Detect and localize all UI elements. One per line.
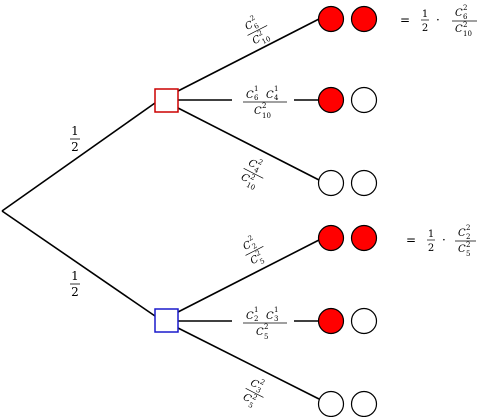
- svg-text:·: ·: [442, 233, 446, 247]
- svg-text:1: 1: [422, 9, 428, 20]
- svg-text:2: 2: [247, 234, 255, 243]
- svg-text:6: 6: [253, 21, 261, 30]
- branch-prob-bottom-den: 2: [71, 285, 79, 299]
- result-red: = 1 2 · C 2 6 C 2 10: [400, 4, 477, 38]
- label-blue-ww: C 2 3 C 2 5: [241, 378, 267, 410]
- svg-text:3: 3: [274, 315, 278, 323]
- ball-red-rw-2: [350, 86, 378, 114]
- label-blue-rw: C 1 2 C 1 3 C 2 5: [243, 306, 287, 341]
- svg-text:2: 2: [466, 224, 470, 232]
- edge-red-to-ww: [177, 107, 320, 181]
- ball-red-ww-2: [350, 169, 378, 197]
- svg-text:C: C: [246, 311, 254, 322]
- svg-text:2: 2: [249, 173, 257, 182]
- svg-text:C: C: [455, 24, 463, 35]
- svg-text:C: C: [254, 106, 262, 117]
- svg-text:3: 3: [255, 386, 263, 395]
- svg-text:2: 2: [251, 393, 259, 402]
- svg-text:1: 1: [274, 85, 278, 93]
- branch-prob-top-num: 1: [71, 124, 79, 138]
- ball-red-rr-2: [350, 5, 378, 33]
- svg-text:C: C: [458, 228, 466, 239]
- label-red-rw: C 1 6 C 1 4 C 2 10: [243, 85, 287, 120]
- svg-text:2: 2: [256, 29, 264, 38]
- urn-red-box: [154, 88, 179, 113]
- svg-text:2: 2: [463, 4, 467, 12]
- svg-text:4: 4: [253, 166, 261, 175]
- svg-text:C: C: [256, 327, 264, 338]
- ball-blue-rw-2: [350, 307, 378, 335]
- result-blue: = 1 2 · C 2 2 C 2 5: [406, 224, 476, 258]
- edge-blue-to-rr: [177, 239, 320, 313]
- branch-prob-bottom: 1 2: [70, 269, 80, 299]
- svg-text:1: 1: [274, 306, 278, 314]
- urn-blue-box: [154, 308, 179, 333]
- label-red-ww: C 2 4 C 2 10: [239, 158, 265, 192]
- edge-root-to-red: [1, 102, 156, 212]
- ball-blue-ww-2: [350, 390, 378, 417]
- label-red-rr: C 2 6 C 2 10: [243, 14, 273, 47]
- ball-blue-rw-1: [317, 307, 345, 335]
- svg-text:1: 1: [254, 306, 258, 314]
- svg-text:2: 2: [249, 14, 257, 23]
- svg-text:6: 6: [254, 94, 259, 102]
- svg-text:2: 2: [262, 102, 266, 110]
- svg-text:10: 10: [245, 181, 257, 192]
- label-blue-rr: C 2 2 C 2 5: [241, 234, 267, 267]
- svg-text:C: C: [266, 90, 274, 101]
- ball-blue-ww-1: [317, 390, 345, 417]
- svg-text:2: 2: [428, 243, 434, 254]
- ball-red-rr-1: [317, 5, 345, 33]
- svg-text:5: 5: [466, 250, 470, 258]
- ball-blue-rr-1: [317, 224, 345, 252]
- svg-text:2: 2: [463, 21, 467, 29]
- svg-text:4: 4: [274, 94, 279, 102]
- branch-prob-bottom-num: 1: [71, 269, 79, 283]
- svg-text:10: 10: [262, 112, 271, 120]
- ball-blue-rr-2: [350, 224, 378, 252]
- svg-text:2: 2: [264, 323, 268, 331]
- ball-red-rw-1: [317, 86, 345, 114]
- branch-prob-top: 1 2: [70, 124, 80, 154]
- svg-text:1: 1: [254, 85, 258, 93]
- svg-text:5: 5: [264, 333, 268, 341]
- svg-text:10: 10: [261, 35, 273, 46]
- svg-text:2: 2: [259, 378, 267, 387]
- svg-text:2: 2: [254, 315, 258, 323]
- svg-text:2: 2: [422, 23, 428, 34]
- svg-text:5: 5: [259, 257, 267, 266]
- svg-text:=: =: [406, 233, 416, 247]
- edge-root-to-blue: [1, 210, 156, 317]
- svg-text:C: C: [246, 90, 254, 101]
- svg-text:C: C: [455, 8, 463, 19]
- svg-text:·: ·: [436, 13, 440, 27]
- svg-text:2: 2: [466, 241, 470, 249]
- svg-text:2: 2: [254, 249, 262, 258]
- svg-text:10: 10: [463, 30, 472, 38]
- edge-blue-to-ww: [177, 327, 320, 400]
- ball-red-ww-1: [317, 169, 345, 197]
- svg-text:2: 2: [251, 242, 259, 251]
- tree-edges: [1, 18, 320, 400]
- svg-text:1: 1: [428, 229, 434, 240]
- branch-prob-top-den: 2: [71, 140, 79, 154]
- edge-red-to-rr: [177, 18, 320, 92]
- balls: [317, 5, 378, 417]
- svg-text:C: C: [266, 311, 274, 322]
- svg-text:2: 2: [257, 158, 265, 167]
- svg-text:C: C: [458, 244, 466, 255]
- svg-text:2: 2: [466, 233, 470, 241]
- svg-text:=: =: [400, 13, 410, 27]
- svg-text:5: 5: [247, 401, 255, 410]
- svg-text:6: 6: [463, 13, 468, 21]
